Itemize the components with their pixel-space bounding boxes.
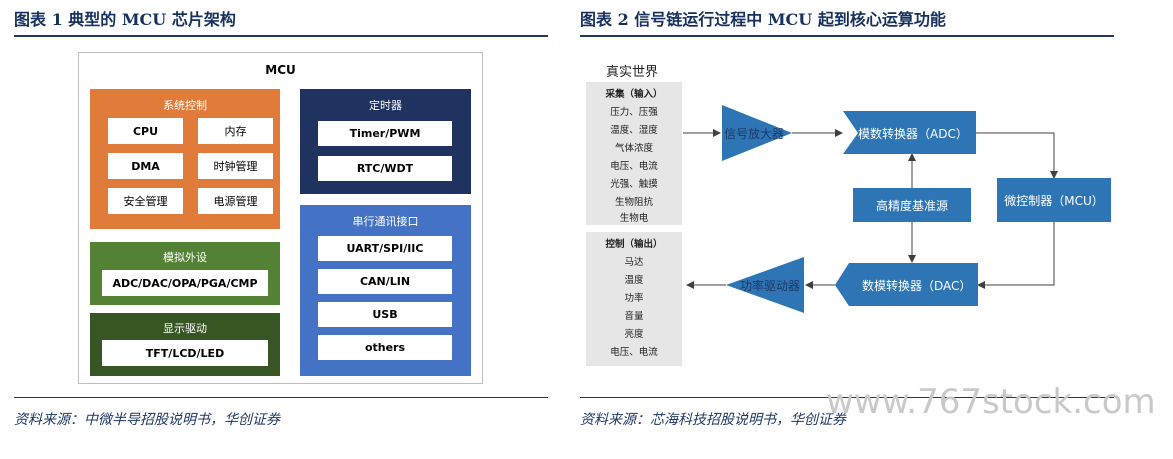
timer-pwm-block: Timer/PWM (318, 121, 452, 146)
adc-label: 模数转换器（ADC） (858, 127, 968, 141)
adc-dac-opa-pga-cmp-block: ADC/DAC/OPA/PGA/CMP (102, 270, 268, 296)
output-item: 温度 (624, 275, 644, 286)
output-panel: 控制（输出） 马达 温度 功率 音量 亮度 电压、电流 (586, 232, 682, 366)
output-item: 马达 (624, 257, 644, 268)
output-item: 功率 (624, 293, 644, 304)
arrow-adc-to-mcu (976, 132, 1058, 179)
system-control-panel: 系统控制 CPU 内存 DMA 时钟管理 安全管理 电源管理 (90, 89, 280, 229)
amplifier-label: 信号放大器 (724, 127, 785, 141)
timer-panel: 定时器 Timer/PWM RTC/WDT (300, 89, 471, 194)
amplifier-triangle (722, 105, 792, 161)
mcu-box: 微控制器（MCU） (997, 178, 1111, 222)
figure1-source: 资料来源：中微半导招股说明书，华创证券 (14, 412, 280, 428)
input-item: 光强、触摸 (610, 179, 658, 190)
cpu-block: CPU (108, 118, 183, 144)
input-item: 生物阻抗 (614, 197, 653, 208)
figure2-top-rule (580, 35, 1114, 37)
can-lin-block: CAN/LIN (318, 269, 452, 294)
analog-peripherals-panel: 模拟外设 ADC/DAC/OPA/PGA/CMP (90, 242, 280, 305)
figure2-bottom-rule (580, 397, 1114, 398)
input-panel: 采集（输入） 压力、压强 温度、湿度 气体浓度 电压、电流 光强、触摸 生物阻抗… (586, 82, 682, 225)
watermark: www.767stock.com (826, 382, 1156, 422)
tft-lcd-led-block: TFT/LCD/LED (102, 340, 268, 366)
real-world-label: 真实世界 (606, 65, 659, 80)
output-title: 控制（输出） (605, 239, 663, 250)
output-item: 电压、电流 (610, 347, 658, 358)
power-management-block: 电源管理 (198, 188, 273, 214)
driver-label: 功率驱动器 (740, 279, 801, 293)
serial-interface-title: 串行通讯接口 (352, 215, 419, 228)
input-item: 气体浓度 (614, 143, 653, 154)
analog-peripherals-title: 模拟外设 (163, 251, 207, 264)
rtc-wdt-block: RTC/WDT (318, 156, 452, 181)
system-control-title: 系统控制 (163, 99, 207, 112)
reference-source-box: 高精度基准源 (853, 188, 971, 222)
clock-management-block: 时钟管理 (198, 153, 273, 179)
figure2-source: 资料来源：芯海科技招股说明书，华创证券 (580, 412, 846, 428)
output-item: 音量 (624, 311, 644, 322)
memory-block: 内存 (198, 118, 273, 144)
display-driver-panel: 显示驱动 TFT/LCD/LED (90, 313, 280, 376)
input-item: 温度、湿度 (610, 125, 658, 136)
input-title: 采集（输入） (605, 89, 663, 100)
serial-interface-panel: 串行通讯接口 UART/SPI/IIC CAN/LIN USB others (300, 205, 471, 376)
output-item: 亮度 (624, 329, 644, 340)
figure1-top-rule (14, 35, 548, 37)
figure2-title: 图表 2 信号链运行过程中 MCU 起到核心运算功能 (580, 10, 946, 29)
timer-title: 定时器 (369, 99, 402, 112)
uart-spi-iic-block: UART/SPI/IIC (318, 236, 452, 261)
security-management-block: 安全管理 (108, 188, 183, 214)
driver-triangle (726, 257, 804, 313)
dma-block: DMA (108, 153, 183, 179)
others-block: others (318, 335, 452, 360)
dac-shape (835, 263, 978, 306)
input-item: 电压、电流 (610, 161, 658, 172)
mcu-label: MCU (265, 63, 296, 77)
dac-label: 数模转换器（DAC） (862, 279, 972, 293)
figure1-bottom-rule (14, 397, 548, 398)
usb-block: USB (318, 302, 452, 327)
display-driver-title: 显示驱动 (163, 322, 207, 335)
figure1-title: 图表 1 典型的 MCU 芯片架构 (14, 10, 236, 29)
input-item: 生物电 (619, 213, 649, 224)
arrow-mcu-to-dac (977, 222, 1055, 289)
input-item: 压力、压强 (610, 107, 658, 118)
adc-shape (843, 111, 976, 154)
mcu-architecture-diagram: MCU 系统控制 CPU 内存 DMA 时钟管理 安全管理 电源管理 定时器 T… (78, 52, 483, 384)
